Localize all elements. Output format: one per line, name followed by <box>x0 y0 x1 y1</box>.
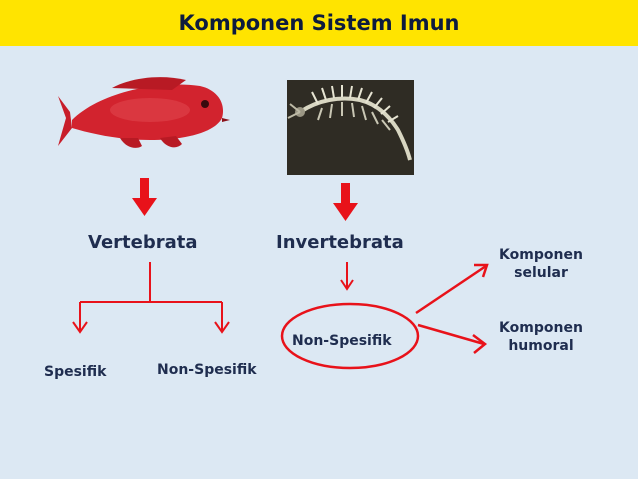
fish-image <box>58 77 230 148</box>
vertebrata-label: Vertebrata <box>88 232 198 253</box>
komponen-selular-line-1: Komponen <box>499 247 583 263</box>
invertebrata-label: Invertebrata <box>276 232 404 253</box>
page-title: Komponen Sistem Imun <box>178 11 460 35</box>
arrow-fish-to-vertebrata <box>132 178 157 216</box>
arrow-to-vert-non-spesifik <box>214 321 230 334</box>
komponen-humoral-label: Komponen humoral <box>486 320 596 354</box>
arrow-invertebrata-to-non-spesifik <box>340 262 354 291</box>
vertebrata-branch-connector <box>79 262 223 330</box>
arrow-to-spesifik <box>72 321 88 334</box>
title-bar: Komponen Sistem Imun <box>0 0 638 46</box>
invert-non-spesifik-label: Non-Spesifik <box>292 333 392 349</box>
komponen-humoral-line-2: humoral <box>508 338 574 354</box>
komponen-humoral-line-1: Komponen <box>499 320 583 336</box>
komponen-selular-line-2: selular <box>514 265 568 281</box>
spesifik-label: Spesifik <box>44 364 107 380</box>
arrow-to-komponen-humoral <box>417 323 488 354</box>
shrimp-image <box>287 85 412 161</box>
arrow-shrimp-to-invertebrata <box>333 183 358 221</box>
vert-non-spesifik-label: Non-Spesifik <box>157 362 257 378</box>
non-spesifik-ellipse <box>280 302 420 370</box>
komponen-selular-label: Komponen selular <box>486 247 596 281</box>
arrow-to-komponen-selular <box>415 263 489 315</box>
